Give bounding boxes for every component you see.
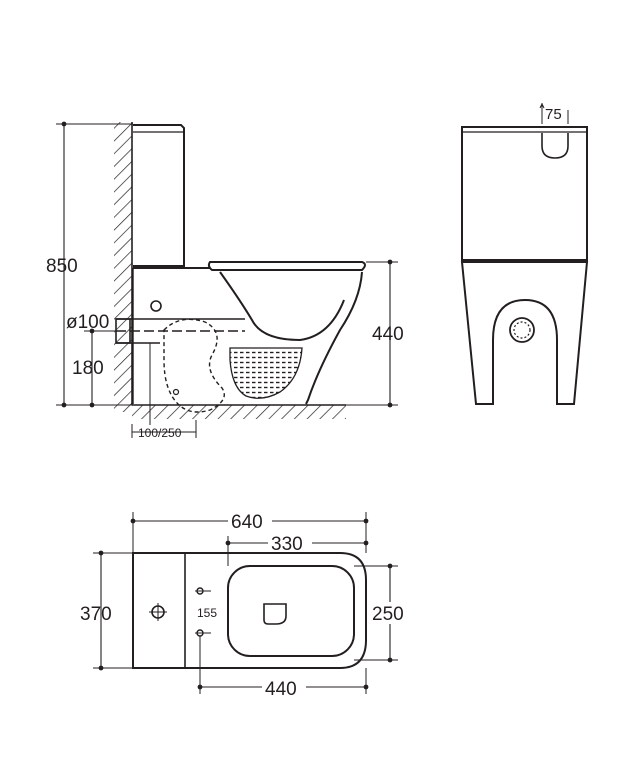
dim-440-side-label: 440 [372, 324, 404, 345]
dim-850-tick-top [61, 121, 67, 127]
rear-outlet-inner [513, 321, 531, 339]
bowl-opening [227, 565, 355, 657]
dim-wall-label: 100/250 [138, 426, 182, 440]
dim-330-tick-left [225, 540, 231, 546]
rear-view: 75 [460, 102, 589, 405]
top-view: 155 640 330 370 250 [80, 510, 412, 700]
dim-330-label: 330 [271, 534, 303, 555]
bowl-inner-curve [219, 271, 345, 342]
inlet-cutout [541, 133, 569, 159]
dim-75-arrow [539, 102, 545, 109]
dim-440-top-label-bg [262, 677, 306, 699]
side-view: 850 180 ø100 440 100/250 [46, 121, 404, 440]
dim-155-label: 155 [197, 606, 217, 620]
dim-440-top-label: 440 [265, 679, 297, 700]
rear-outlet-outer [509, 317, 535, 343]
dim-440-top-tick-right [363, 684, 369, 690]
water-mesh [229, 347, 303, 399]
dim-440-top-tick-left [197, 684, 203, 690]
dim-370-tick-top [98, 550, 104, 556]
dim-640-label: 640 [231, 512, 263, 533]
dim-250-label: 250 [372, 604, 404, 625]
drain-shape [263, 603, 287, 625]
dim-250-label-bg [372, 602, 412, 624]
top-outline [132, 552, 367, 669]
waste-diameter-label: ø100 [66, 312, 109, 333]
dim-850-tick-bottom [61, 402, 67, 408]
dim-640-tick-right [363, 518, 369, 524]
trapway-dashed [163, 318, 225, 413]
dim-850-label: 850 [46, 256, 78, 277]
dim-440-tick-top [387, 259, 393, 265]
dim-640-label-bg [228, 510, 272, 530]
dim-330-label-bg [268, 532, 312, 552]
wall-hatch [114, 122, 132, 412]
cistern-side [133, 124, 185, 267]
seat-lid [207, 261, 366, 271]
dim-370-tick-bottom [98, 665, 104, 671]
dim-250-tick-top [387, 563, 393, 569]
dim-75-label: 75 [545, 106, 562, 123]
dim-640-tick-left [130, 518, 136, 524]
rear-cistern [461, 126, 588, 261]
dim-370-label: 370 [80, 604, 112, 625]
dim-180-label: 180 [72, 358, 104, 379]
bowl-front-profile [305, 271, 363, 405]
dim-440-tick-bottom [387, 402, 393, 408]
floor-outlet-marker [172, 388, 180, 396]
inlet-hole [150, 300, 162, 312]
dim-250-tick-bottom [387, 657, 393, 663]
rear-pedestal [460, 261, 589, 405]
floor-hatch [132, 405, 346, 419]
dim-330-tick-right [363, 540, 369, 546]
dim-180-tick-bottom [89, 402, 95, 408]
